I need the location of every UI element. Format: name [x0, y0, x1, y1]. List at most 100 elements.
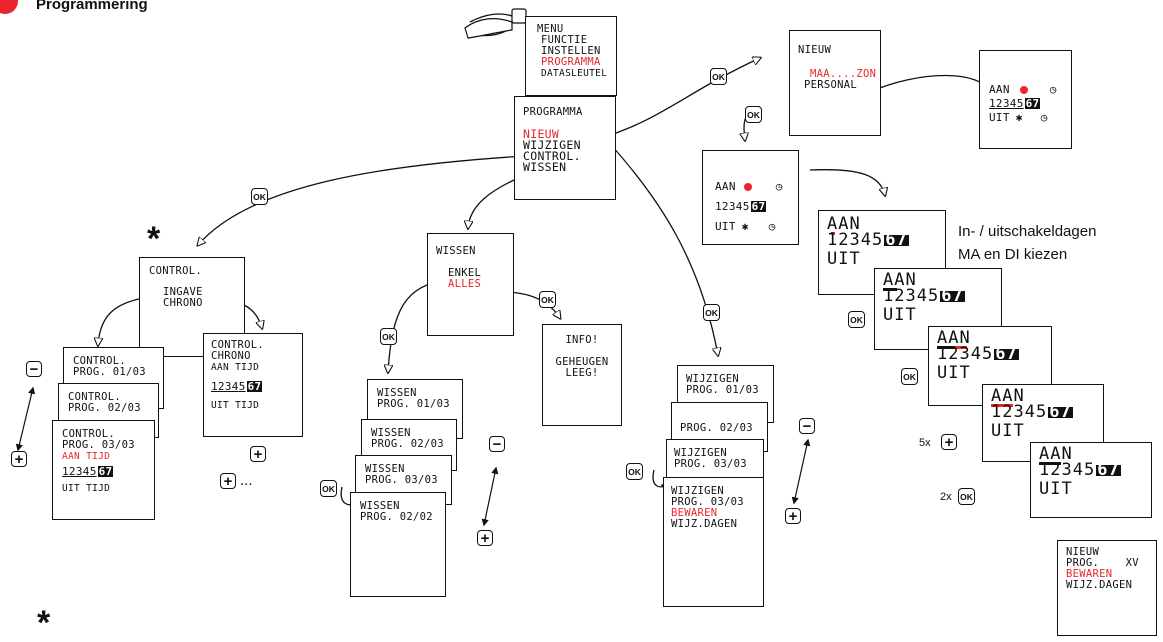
plus-button[interactable]: +	[250, 446, 266, 462]
plus-button[interactable]: +	[785, 508, 801, 524]
wijzigen-prog-label: PROG. 03/03	[671, 496, 744, 508]
programma-item-nieuw[interactable]: NIEUW	[523, 127, 560, 141]
programma-item-wijzigen[interactable]: WIJZIGEN	[523, 138, 581, 152]
days-weekend: 67	[1024, 97, 1041, 110]
wijzigen-save[interactable]: BEWAREN	[671, 507, 718, 519]
on-label: AAN	[937, 328, 971, 348]
plus-button[interactable]: +	[941, 434, 957, 450]
wissen-prog-title: WISSEN	[377, 387, 417, 399]
on-label: AAN	[883, 270, 917, 290]
wissen-prog-title: WISSEN	[371, 427, 411, 439]
ok-button[interactable]: OK	[320, 480, 337, 497]
off-label: UIT	[827, 249, 861, 269]
multiplier-2x: 2x	[940, 491, 952, 503]
clock-icon: ◷	[1040, 111, 1048, 124]
nieuw-item-maa-zon[interactable]: MAA....ZON	[810, 68, 877, 80]
cursor-marker	[831, 232, 835, 235]
on-label: AAN	[991, 386, 1025, 406]
programma-title: PROGRAMMA	[523, 106, 583, 118]
arrow-to-control	[198, 155, 526, 245]
wissen-prog-4: WISSEN PROG. 02/02	[350, 492, 446, 597]
off-row: UIT ✱ ◷	[715, 221, 798, 232]
minus-button[interactable]: −	[26, 361, 42, 377]
days-digits: 12345	[989, 97, 1024, 110]
hand-pointer-icon	[464, 8, 527, 39]
sun-red-icon	[1019, 85, 1028, 94]
ok-button[interactable]: OK	[380, 328, 397, 345]
cursor-marker	[991, 404, 1013, 407]
wissen-item-enkel[interactable]: ENKEL	[448, 267, 482, 279]
asterisk-control: *	[147, 220, 161, 258]
control-prog-aan: AAN TIJD	[62, 451, 111, 462]
ok-button[interactable]: OK	[745, 106, 762, 123]
control-prog-label: PROG. 02/03	[68, 402, 141, 414]
annotation-line-2: MA en DI kiezen	[958, 246, 1068, 263]
sun-icon: ✱	[1015, 111, 1023, 124]
plus-button[interactable]: +	[11, 451, 27, 467]
sun-red-icon	[743, 182, 752, 191]
programma-item-wissen[interactable]: WISSEN	[523, 160, 567, 174]
on-label: AAN	[715, 180, 736, 193]
days-weekend: 67	[884, 230, 909, 250]
nieuw-final-title: NIEUW	[1066, 546, 1100, 558]
wissen-prog-label: PROG. 02/03	[371, 438, 444, 450]
menu-screen: MENU FUNCTIE INSTELLEN PROGRAMMA DATASLE…	[525, 16, 617, 96]
control-item-ingave[interactable]: INGAVE	[163, 286, 203, 298]
minus-button[interactable]: −	[799, 418, 815, 434]
ok-button[interactable]: OK	[848, 311, 865, 328]
days-digits: 12345	[211, 380, 246, 393]
arrow-to-days-top	[869, 74, 990, 93]
menu-line: FUNCTIE	[541, 34, 588, 46]
control-prog-title: CONTROL.	[62, 428, 115, 440]
programma-screen: PROGRAMMA NIEUW WIJZIGEN CONTROL. WISSEN	[514, 96, 616, 200]
days-digits: 12345	[62, 465, 97, 478]
on-row: AAN ◷	[715, 181, 798, 192]
nieuw-final-save[interactable]: BEWAREN	[1066, 568, 1113, 580]
plus-button[interactable]: +	[220, 473, 236, 489]
plus-button[interactable]: +	[477, 530, 493, 546]
ok-button[interactable]: OK	[901, 368, 918, 385]
chrono-line: AAN TIJD	[211, 362, 260, 373]
control-prog-uit: UIT TIJD	[62, 483, 111, 494]
wijzigen-prog-label: PROG. 03/03	[674, 458, 747, 470]
on-label: AAN	[989, 83, 1010, 96]
wissen-prog-label: PROG. 02/02	[360, 511, 433, 523]
wijzigen-prog-title: WIJZIGEN	[686, 373, 739, 385]
off-label: UIT	[989, 111, 1010, 124]
off-row: UIT ✱ ◷	[989, 112, 1071, 123]
menu-line-selected: PROGRAMMA	[541, 56, 601, 68]
days-digits: 12345	[883, 286, 940, 306]
wissen-title: WISSEN	[436, 245, 476, 257]
control-prog-title: CONTROL.	[68, 391, 121, 403]
ok-button[interactable]: OK	[710, 68, 727, 85]
off-label: UIT	[991, 421, 1025, 441]
ok-button[interactable]: OK	[251, 188, 268, 205]
programma-item-control[interactable]: CONTROL.	[523, 149, 581, 163]
page-title: Programmering	[36, 0, 148, 13]
ok-button[interactable]: OK	[703, 304, 720, 321]
arrow-minus-plus-wijzigen	[791, 438, 811, 505]
wissen-item-alles[interactable]: ALLES	[448, 278, 482, 290]
nieuw-item-personal[interactable]: PERSONAL	[804, 79, 857, 91]
wijzigen-days[interactable]: WIJZ.DAGEN	[671, 518, 738, 530]
chrono-line: CHRONO	[211, 350, 251, 362]
ok-button[interactable]: OK	[626, 463, 643, 480]
ok-button[interactable]: OK	[539, 291, 556, 308]
control-item-chrono[interactable]: CHRONO	[163, 297, 203, 309]
on-row: AAN ◷	[989, 84, 1071, 95]
wijzigen-prog-4: WIJZIGEN PROG. 03/03 BEWAREN WIJZ.DAGEN	[663, 477, 764, 607]
clock-icon: ◷	[1049, 83, 1057, 96]
nieuw-final-days[interactable]: WIJZ.DAGEN	[1066, 579, 1133, 591]
control-prog-label: PROG. 01/03	[73, 366, 146, 378]
minus-button[interactable]: −	[489, 436, 505, 452]
days-weekend: 67	[246, 380, 263, 393]
ok-button[interactable]: OK	[958, 488, 975, 505]
